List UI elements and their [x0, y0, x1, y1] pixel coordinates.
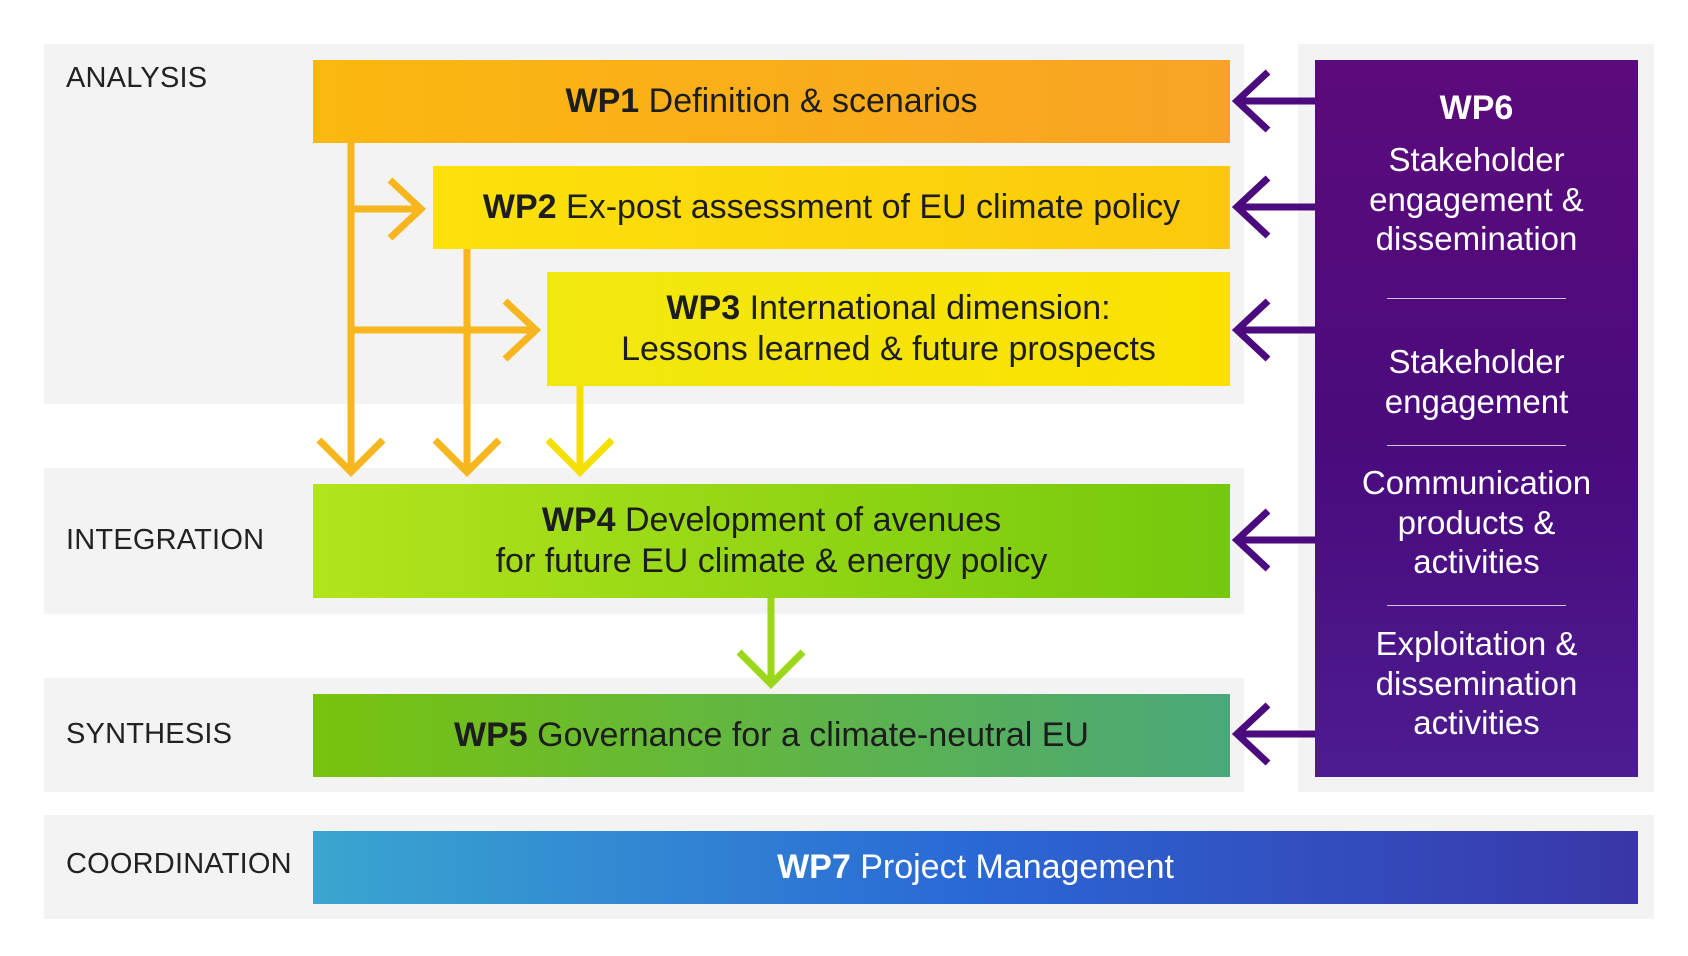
wp4-title-line1: Development of avenues	[625, 501, 1002, 540]
wp3-code: WP3	[666, 289, 741, 328]
wp1-box: WP1 Definition & scenarios	[313, 60, 1230, 143]
wp3-box: WP3 International dimension: Lessons lea…	[547, 272, 1230, 386]
stage-label-analysis: ANALYSIS	[66, 62, 208, 94]
wp3-title-line1: International dimension:	[749, 289, 1111, 328]
wp6-box: WP6 Stakeholder engagement & disseminati…	[1315, 60, 1638, 777]
wp4-to-wp5-arrowhead	[736, 649, 806, 689]
wp7-code: WP7	[777, 848, 851, 887]
wp6-to-wp1-arrowhead	[1231, 69, 1271, 133]
wp6-item-stakeholder-engagement: Stakeholder engagement	[1315, 342, 1638, 421]
wp1-to-wp4-arrowhead	[316, 437, 386, 477]
wp2-to-wp4-arrowhead	[432, 437, 502, 477]
wp6-main-line: Stakeholder	[1388, 141, 1565, 178]
wp4-title-line2: for future EU climate & energy policy	[495, 542, 1048, 580]
stage-label-integration: INTEGRATION	[66, 524, 265, 556]
yellow-flow-arrows	[545, 386, 615, 477]
wp7-title: Project Management	[860, 848, 1174, 887]
wp6-item-communication: Communication products & activities	[1315, 463, 1638, 582]
wp5-code: WP5	[454, 716, 528, 755]
wp6-code: WP6	[1439, 89, 1514, 127]
wp6-item-line: activities	[1413, 704, 1540, 742]
wp6-item-exploitation: Exploitation & dissemination activities	[1315, 624, 1638, 743]
wp6-to-wp5-arrowhead	[1231, 702, 1271, 766]
wp4-box: WP4 Development of avenues for future EU…	[313, 484, 1230, 598]
wp6-item-line: dissemination	[1375, 664, 1578, 702]
wp6-divider	[1387, 605, 1566, 606]
stage-label-coordination: COORDINATION	[66, 848, 292, 880]
wp6-item-line: Stakeholder	[1388, 343, 1565, 380]
wp7-box: WP7 Project Management	[313, 831, 1638, 904]
orange-flow-arrows	[316, 143, 542, 477]
wp6-main-title: Stakeholder engagement & dissemination	[1315, 140, 1638, 259]
wp5-box: WP5 Governance for a climate-neutral EU	[313, 694, 1230, 777]
wp6-to-wp3-arrowhead	[1231, 298, 1271, 362]
wp6-item-line: activities	[1413, 543, 1540, 581]
wp1-title: Definition & scenarios	[648, 82, 978, 121]
wp2-box: WP2 Ex-post assessment of EU climate pol…	[433, 166, 1230, 249]
wp6-main-line: dissemination	[1375, 220, 1578, 258]
wp6-main-line: engagement &	[1369, 180, 1584, 218]
wp2-title: Ex-post assessment of EU climate policy	[566, 188, 1181, 227]
wp6-to-wp4-arrowhead	[1231, 508, 1271, 572]
wp1-to-wp3-arrowhead	[502, 298, 542, 362]
wp5-title: Governance for a climate-neutral EU	[537, 716, 1089, 755]
stage-label-synthesis: SYNTHESIS	[66, 718, 233, 750]
wp3-to-wp4-arrowhead	[545, 437, 615, 477]
wp6-item-line: Exploitation &	[1375, 625, 1578, 662]
wp6-item-line: Communication	[1361, 464, 1592, 501]
wp2-code: WP2	[482, 188, 557, 227]
wp6-divider	[1387, 298, 1566, 299]
wp6-to-wp2-arrowhead	[1231, 175, 1271, 239]
wp6-divider	[1387, 445, 1566, 446]
wp1-to-wp2-arrowhead	[387, 177, 427, 241]
wp3-title-line2: Lessons learned & future prospects	[621, 330, 1156, 368]
wp1-code: WP1	[565, 82, 640, 121]
green-flow-arrows	[736, 598, 806, 689]
wp6-item-line: engagement	[1384, 382, 1569, 420]
wp6-support-arrows	[1231, 69, 1315, 766]
wp4-code: WP4	[541, 501, 616, 540]
wp6-item-line: products &	[1397, 503, 1556, 541]
